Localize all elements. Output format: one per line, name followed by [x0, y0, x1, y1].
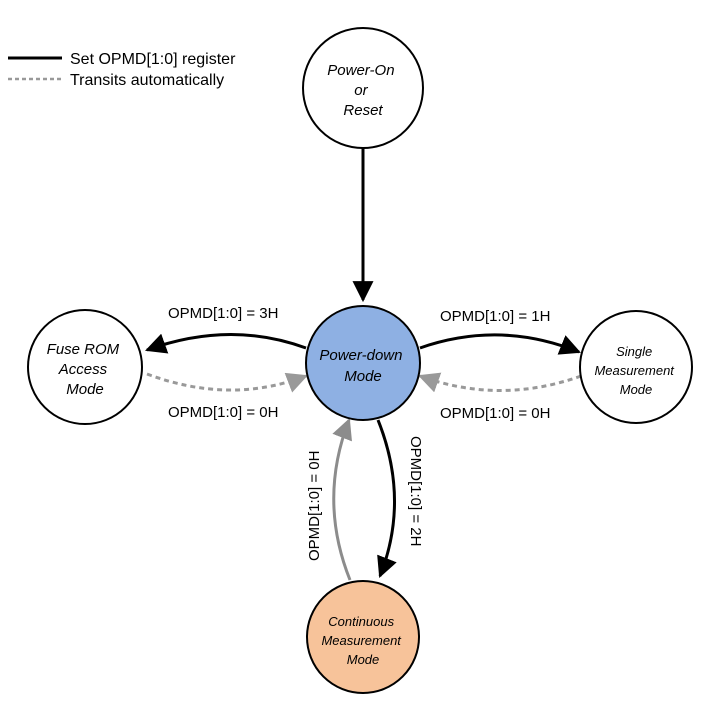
node-fuse-rom: Fuse ROM Access Mode: [27, 309, 143, 425]
label-to-fuse: OPMD[1:0] = 3H: [168, 305, 278, 322]
node-single-label: Single Measurement Mode: [594, 344, 677, 397]
label-to-continuous: OPMD[1:0] = 2H: [407, 436, 424, 546]
edge-fuse-to-powerdown: [146, 372, 308, 393]
node-continuous-label: Continuous Measurement Mode: [321, 614, 404, 667]
edge-powerdown-to-fuse: [145, 333, 307, 354]
node-fuse-rom-circle: [27, 309, 143, 425]
node-continuous-line-3: Mode: [347, 652, 380, 667]
node-continuous-line-2: Measurement: [321, 633, 402, 648]
node-power-on-line-1: Power-On: [327, 62, 394, 79]
node-fuse-rom-line-3: Mode: [66, 381, 104, 398]
node-power-down: Power-down Mode: [305, 305, 421, 421]
node-continuous-measurement: Continuous Measurement Mode: [306, 580, 420, 694]
legend-dashed-label: Transits automatically: [70, 72, 224, 89]
label-to-single: OPMD[1:0] = 1H: [440, 308, 550, 325]
label-from-continuous: OPMD[1:0] = 0H: [306, 451, 323, 561]
label-from-fuse: OPMD[1:0] = 0H: [168, 404, 278, 421]
node-power-down-circle: [305, 305, 421, 421]
node-single-line-2: Measurement: [594, 363, 675, 378]
node-single-line-3: Mode: [620, 382, 653, 397]
node-continuous-line-1: Continuous: [328, 614, 394, 629]
node-fuse-rom-line-1: Fuse ROM: [47, 341, 120, 358]
node-power-on-line-3: Reset: [343, 102, 383, 119]
node-fuse-rom-label: Fuse ROM Access Mode: [47, 341, 124, 398]
node-power-on-circle: [302, 27, 424, 149]
node-power-on-label: Power-On or Reset: [327, 62, 398, 119]
edge-powerdown-to-single: [419, 333, 581, 355]
label-from-single: OPMD[1:0] = 0H: [440, 405, 550, 422]
edge-single-to-powerdown: [418, 372, 582, 393]
node-power-down-line-2: Mode: [344, 368, 382, 385]
edge-continuous-to-powerdown: [332, 418, 352, 581]
edge-powerdown-to-continuous: [376, 419, 397, 578]
node-single-circle: [579, 310, 693, 424]
node-power-down-line-1: Power-down: [319, 347, 402, 364]
node-power-on: Power-On or Reset: [302, 27, 424, 149]
node-power-down-label: Power-down Mode: [319, 347, 406, 385]
legend-solid-label: Set OPMD[1:0] register: [70, 51, 236, 68]
node-fuse-rom-line-2: Access: [58, 361, 108, 378]
node-single-line-1: Single: [616, 344, 652, 359]
node-single-measurement: Single Measurement Mode: [579, 310, 693, 424]
node-continuous-circle: [306, 580, 420, 694]
node-power-on-line-2: or: [354, 82, 368, 99]
legend: Set OPMD[1:0] register Transits automati…: [8, 51, 236, 89]
